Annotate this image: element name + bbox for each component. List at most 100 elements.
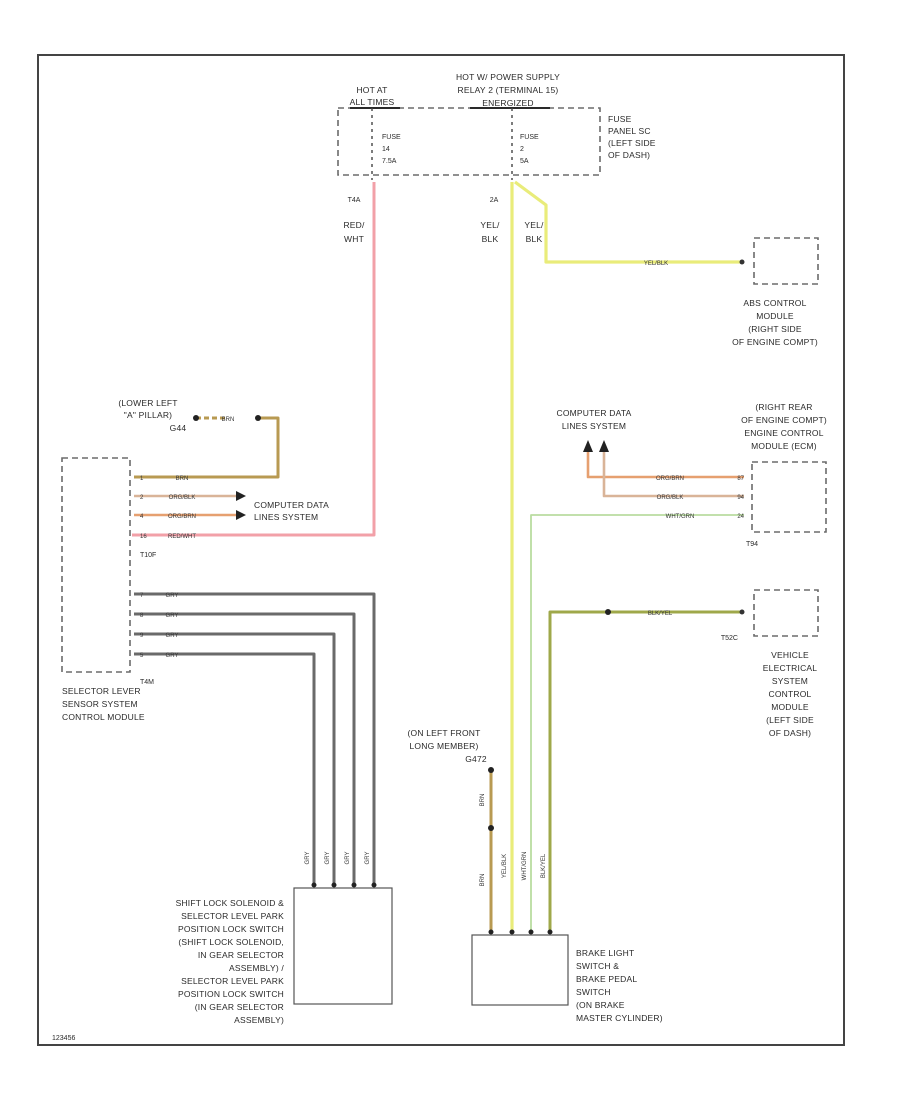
power-relay-line3: ENERGIZED <box>482 98 533 108</box>
ecm-label-1: (RIGHT REAR <box>755 402 812 412</box>
abs-label-2: MODULE <box>756 311 794 321</box>
wire-gry-2 <box>134 612 356 885</box>
blk-yel-splice <box>605 609 611 615</box>
tag-org-brn-ecm: ORG/BRN <box>656 476 684 482</box>
fuse-panel-group: HOT AT ALL TIMES HOT W/ POWER SUPPLY REL… <box>337 72 656 204</box>
wire-tags-vertical: BRN BRN YEL/BLK WHT/GRN BLK/YEL GRY GRY … <box>305 794 547 887</box>
fuse-panel-outline <box>337 107 601 176</box>
shift-lock-pin-3 <box>351 882 357 888</box>
tag-wht-grn-v: WHT/GRN <box>522 852 528 881</box>
shift-lock-line-1: SHIFT LOCK SOLENOID & <box>176 898 285 908</box>
pin-2a: 2A <box>490 197 499 204</box>
ecm-pin-94: 94 <box>737 495 744 501</box>
computer-data-right-2: LINES SYSTEM <box>562 421 626 431</box>
power-relay-line1: HOT W/ POWER SUPPLY <box>456 72 560 82</box>
brake-switch-box <box>471 934 569 1006</box>
a-pillar-label-1: (LOWER LEFT <box>118 398 177 408</box>
brake-line-1: BRAKE LIGHT <box>576 948 634 958</box>
ecm-pin-24: 24 <box>737 514 744 520</box>
abs-control-module: ABS CONTROL MODULE (RIGHT SIDE OF ENGINE… <box>732 237 819 347</box>
tag-yel-blk-a2: BLK <box>482 234 499 244</box>
brake-line-5: (ON BRAKE <box>576 1000 625 1010</box>
fuse-1-label: FUSE <box>382 134 401 141</box>
tag-gry-v2: GRY <box>325 852 331 865</box>
vehicle-electrical-module: BLK/YEL T52C VEHICLE ELECTRICAL SYSTEM C… <box>605 589 819 738</box>
wire-wht-grn <box>530 514 744 932</box>
front-long-member-ground: (ON LEFT FRONT LONG MEMBER) G472 <box>407 728 494 831</box>
brake-pin-4 <box>547 929 553 935</box>
tag-yel-blk-b2: BLK <box>526 234 543 244</box>
hot-at-all-times-line2: ALL TIMES <box>350 97 395 107</box>
selector-pin-8: 8 <box>140 613 144 619</box>
wire-tags-top: RED/ WHT YEL/ BLK YEL/ BLK YEL/BLK <box>343 220 668 267</box>
wire-org-brn-ecm <box>586 452 744 479</box>
tag-red-wht-selector: RED/WHT <box>168 534 196 540</box>
selector-pin-5: 5 <box>140 653 144 659</box>
wire-gry-3 <box>134 632 336 885</box>
ecm-connector-t94: T94 <box>746 541 758 548</box>
selector-label-3: CONTROL MODULE <box>62 712 145 722</box>
ecm-pin-87: 87 <box>737 476 744 482</box>
tag-brn-ground: BRN <box>222 417 235 423</box>
shift-lock-line-2: SELECTOR LEVEL PARK <box>181 911 284 921</box>
shift-lock-label: SHIFT LOCK SOLENOID & SELECTOR LEVEL PAR… <box>176 898 285 1025</box>
abs-label-1: ABS CONTROL <box>743 298 806 308</box>
arrow-computer-data-1 <box>236 491 246 501</box>
arrow-computer-data-2 <box>236 510 246 520</box>
tag-yel-blk-b1: YEL/ <box>524 220 544 230</box>
tag-brn-v2: BRN <box>480 874 486 887</box>
shift-lock-line-4: (SHIFT LOCK SOLENOID, <box>178 937 284 947</box>
selector-connector-t10f: T10F <box>140 552 156 559</box>
brake-light-switch: BRAKE LIGHT SWITCH & BRAKE PEDAL SWITCH … <box>471 929 663 1023</box>
selector-lever-module: 1 2 4 16 BRN ORG/BLK ORG/BRN RED/WHT COM… <box>61 457 329 722</box>
long-member-label-2: LONG MEMBER) <box>410 741 479 751</box>
tag-yel-blk-horizontal: YEL/BLK <box>644 261 668 267</box>
tag-gry-1: GRY <box>166 593 179 599</box>
shift-lock-line-7: SELECTOR LEVEL PARK <box>181 976 284 986</box>
tag-blk-yel: BLK/YEL <box>648 611 673 617</box>
selector-pin-1: 1 <box>140 476 144 482</box>
fuse-1-rating: 7.5A <box>382 158 397 165</box>
fuse-1-number: 14 <box>382 146 390 153</box>
selector-connector-t4m: T4M <box>140 679 154 686</box>
shift-lock-pin-2 <box>331 882 337 888</box>
vehicle-label-5: MODULE <box>771 702 809 712</box>
shift-lock-line-5: IN GEAR SELECTOR <box>198 950 284 960</box>
tag-blk-yel-v: BLK/YEL <box>541 853 547 878</box>
power-relay-line2: RELAY 2 (TERMINAL 15) <box>458 85 559 95</box>
tag-red-wht-2: WHT <box>344 234 364 244</box>
computer-data-right-1: COMPUTER DATA <box>556 408 631 418</box>
brake-line-3: BRAKE PEDAL <box>576 974 637 984</box>
vehicle-connector-t52c: T52C <box>721 635 738 642</box>
tag-yel-blk-v: YEL/BLK <box>502 854 508 878</box>
abs-module-outline <box>753 237 819 285</box>
vehicle-label-3: SYSTEM <box>772 676 808 686</box>
fuse-2-number: 2 <box>520 146 524 153</box>
selector-label-1: SELECTOR LEVER <box>62 686 141 696</box>
fuse-panel-line2: PANEL SC <box>608 126 651 136</box>
long-member-splice <box>488 825 494 831</box>
wire-layer <box>132 180 744 932</box>
computer-data-left-1: COMPUTER DATA <box>254 500 329 510</box>
fuse-2-label: FUSE <box>520 134 539 141</box>
selector-pin-7: 7 <box>140 593 144 599</box>
tag-org-brn-selector: ORG/BRN <box>168 514 196 520</box>
tag-org-blk-ecm: ORG/BLK <box>657 495 684 501</box>
wire-brn-ground <box>134 416 280 479</box>
selector-pin-9: 9 <box>140 633 144 639</box>
ecm-label-2: OF ENGINE COMPT) <box>741 415 827 425</box>
tag-wht-grn-ecm: WHT/GRN <box>666 514 695 520</box>
ecm-label-3: ENGINE CONTROL <box>744 428 823 438</box>
abs-label-3: (RIGHT SIDE <box>748 324 802 334</box>
tag-gry-v3: GRY <box>345 852 351 865</box>
brake-pin-2 <box>509 929 515 935</box>
vehicle-label-2: ELECTRICAL <box>763 663 818 673</box>
selector-pin-2: 2 <box>140 495 144 501</box>
arrow-computer-data-4 <box>599 440 609 452</box>
pin-t4a: T4A <box>348 197 361 204</box>
shift-lock-line-6: ASSEMBLY) / <box>229 963 284 973</box>
wire-yel-blk-abs <box>514 180 742 264</box>
fuse-panel-line1: FUSE <box>608 114 632 124</box>
